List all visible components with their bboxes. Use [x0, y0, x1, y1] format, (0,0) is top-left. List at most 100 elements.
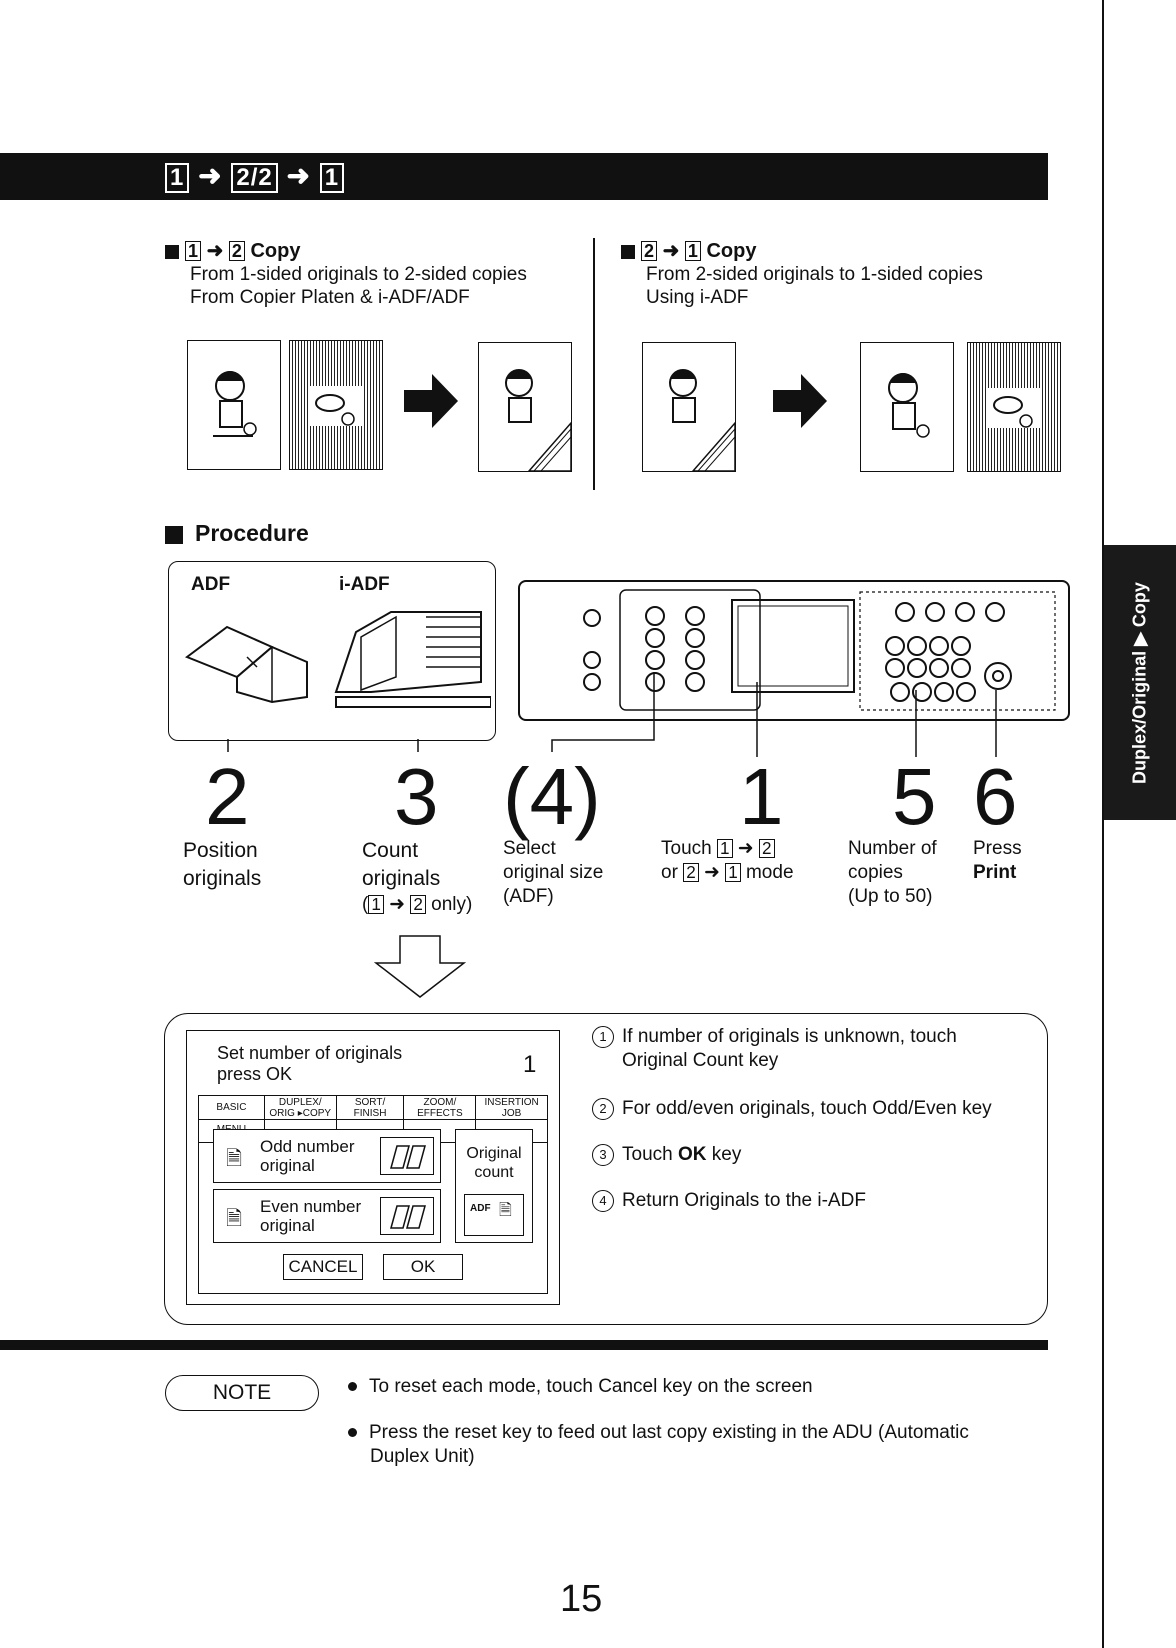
even-number-label-1: Even number — [260, 1197, 362, 1216]
arrow-right-icon: ➜ — [662, 240, 680, 262]
step-label-3: (Up to 50) — [848, 886, 933, 907]
tab-insertion-job[interactable]: INSERTION JOB — [484, 1097, 539, 1119]
original-count-label: Original count — [456, 1144, 532, 1182]
step-number: 1 — [739, 752, 784, 841]
instruction-text-post: key — [706, 1144, 742, 1165]
step-label-suffix: only) — [425, 894, 473, 915]
bullet-icon — [348, 1428, 357, 1438]
step-label-suffix: mode — [740, 862, 794, 883]
arrow-right-icon: ➜ — [703, 862, 720, 883]
cartoon-bird-icon — [310, 386, 362, 426]
square-bullet-icon — [165, 244, 179, 259]
copy-label: Copy — [706, 240, 757, 262]
procedure-heading: Procedure — [165, 520, 309, 547]
copy-mode-desc-1: From 2-sided originals to 1-sided copies — [646, 264, 983, 285]
mode-box-from: 2 — [641, 241, 658, 261]
step-number: 6 — [973, 752, 1018, 841]
step-6: 6 Press Print — [973, 757, 1063, 885]
step-circle: 4 — [592, 1189, 614, 1212]
control-panel-drawing — [583, 589, 1056, 711]
ok-button[interactable]: OK — [383, 1254, 463, 1280]
copy-mode-desc-2: From Copier Platen & i-ADF/ADF — [190, 287, 470, 308]
step-label-1: Select — [503, 838, 556, 859]
square-bullet-icon — [165, 525, 183, 544]
chapter-side-tab: Duplex/Original ▶ Copy — [1104, 545, 1176, 820]
cartoon-bird-icon — [988, 388, 1040, 428]
title-box-2: 2/2 — [231, 163, 278, 194]
adf-icon-text: ADF — [470, 1203, 491, 1214]
screen-instructions-panel — [164, 1013, 1048, 1325]
copy-page-front-illustration — [860, 342, 954, 472]
step-label-1: Number of — [848, 838, 937, 859]
step-label-3: (1 ➜ 2 only) — [362, 893, 512, 917]
touch-screen-mockup: Set number of originals press OK 1 BASIC… — [186, 1030, 560, 1305]
original-count-label-2: count — [474, 1164, 514, 1181]
arrow-right-icon: ➜ — [198, 160, 223, 191]
step-2: 2 Position originals — [183, 757, 333, 893]
step-number: (4) — [503, 752, 601, 841]
mode-box-from: 1 — [185, 241, 202, 261]
iadf-feeder-icon — [334, 611, 491, 708]
mode-box-from: 1 — [368, 895, 384, 915]
step-label-2: originals — [183, 867, 262, 890]
instruction-text-1: If number of originals is unknown, touch — [622, 1026, 957, 1047]
mode-box-to: 2 — [228, 241, 245, 261]
document-stack-icon: 🗎 — [226, 1148, 243, 1170]
step-1: 1 Touch 1 ➜ 2 or 2 ➜ 1 mode — [661, 757, 831, 885]
copy-page-back-illustration — [967, 342, 1061, 472]
note-list: To reset each mode, touch Cancel key on … — [348, 1375, 1008, 1469]
mode-box-to: 2 — [410, 895, 426, 915]
note-label: NOTE — [212, 1381, 272, 1404]
copy-label: Copy — [250, 240, 301, 262]
step-label-1: Press — [973, 838, 1022, 859]
even-number-original-button[interactable]: 🗎 Even number original — [213, 1189, 441, 1243]
cancel-button[interactable]: CANCEL — [283, 1254, 363, 1280]
step-label-prefix: Touch — [661, 838, 717, 859]
copy-mode-heading: 2 ➜ 1 Copy — [621, 238, 1041, 263]
original-count-button[interactable]: Original count ADF 🗎 — [455, 1129, 533, 1243]
copy-mode-desc-2: Using i-ADF — [646, 287, 749, 308]
instruction-text-1: For odd/even originals, touch Odd/Even k… — [622, 1098, 992, 1119]
step-label-1: Count — [362, 839, 419, 862]
down-arrow-icon — [374, 935, 466, 998]
arrow-right-icon: ➜ — [286, 160, 312, 191]
adf-illustration-box: ADF i-ADF — [168, 561, 496, 741]
mode-divider — [593, 238, 595, 490]
page-number: 15 — [560, 1578, 603, 1620]
copy-mode-2-to-1: 2 ➜ 1 Copy From 2-sided originals to 1-s… — [621, 238, 1041, 309]
note-item: Press the reset key to feed out last cop… — [348, 1421, 1008, 1469]
square-bullet-icon — [621, 244, 635, 259]
even-pages-icon — [380, 1197, 434, 1235]
section-header-bar: 1 ➜ 2/2 ➜ 1 — [0, 153, 1048, 200]
note-item: To reset each mode, touch Cancel key on … — [348, 1375, 1008, 1399]
arrow-right-icon — [773, 374, 827, 433]
odd-number-original-button[interactable]: 🗎 Odd number original — [213, 1129, 441, 1183]
instruction-item: 2 For odd/even originals, touch Odd/Even … — [592, 1097, 1032, 1121]
step-3: 3 Count originals (1 ➜ 2 only) — [362, 757, 512, 917]
mode-box: 2 — [758, 839, 775, 859]
control-panel-illustration — [518, 580, 1070, 721]
mode-box: 2 — [683, 863, 699, 883]
adf-label: ADF — [191, 574, 231, 595]
leader-lines — [227, 672, 997, 757]
arrow-right-icon: ➜ — [737, 838, 754, 859]
screen-prompt: Set number of originals press OK — [217, 1043, 402, 1085]
section-title: 1 ➜ 2/2 ➜ 1 — [165, 159, 345, 194]
arrow-right-icon: ➜ — [206, 240, 224, 262]
step-4: (4) Select original size (ADF) — [503, 757, 643, 909]
bullet-icon — [348, 1382, 357, 1392]
screen-prompt-line1: Set number of originals — [217, 1043, 403, 1063]
step-label-2: originals — [362, 867, 441, 890]
copy-mode-heading: 1 ➜ 2 Copy — [165, 238, 575, 263]
mode-box-to: 1 — [684, 241, 701, 261]
step-circle: 3 — [592, 1143, 614, 1166]
step-label-3: (ADF) — [503, 886, 554, 907]
chapter-side-tab-label: Duplex/Original ▶ Copy — [1129, 581, 1150, 784]
step-circle: 2 — [592, 1097, 614, 1120]
instruction-text-1: Return Originals to the i-ADF — [622, 1190, 866, 1211]
original-page-front-illustration — [187, 340, 281, 470]
step-5: 5 Number of copies (Up to 50) — [848, 757, 968, 909]
procedure-title: Procedure — [195, 520, 309, 546]
